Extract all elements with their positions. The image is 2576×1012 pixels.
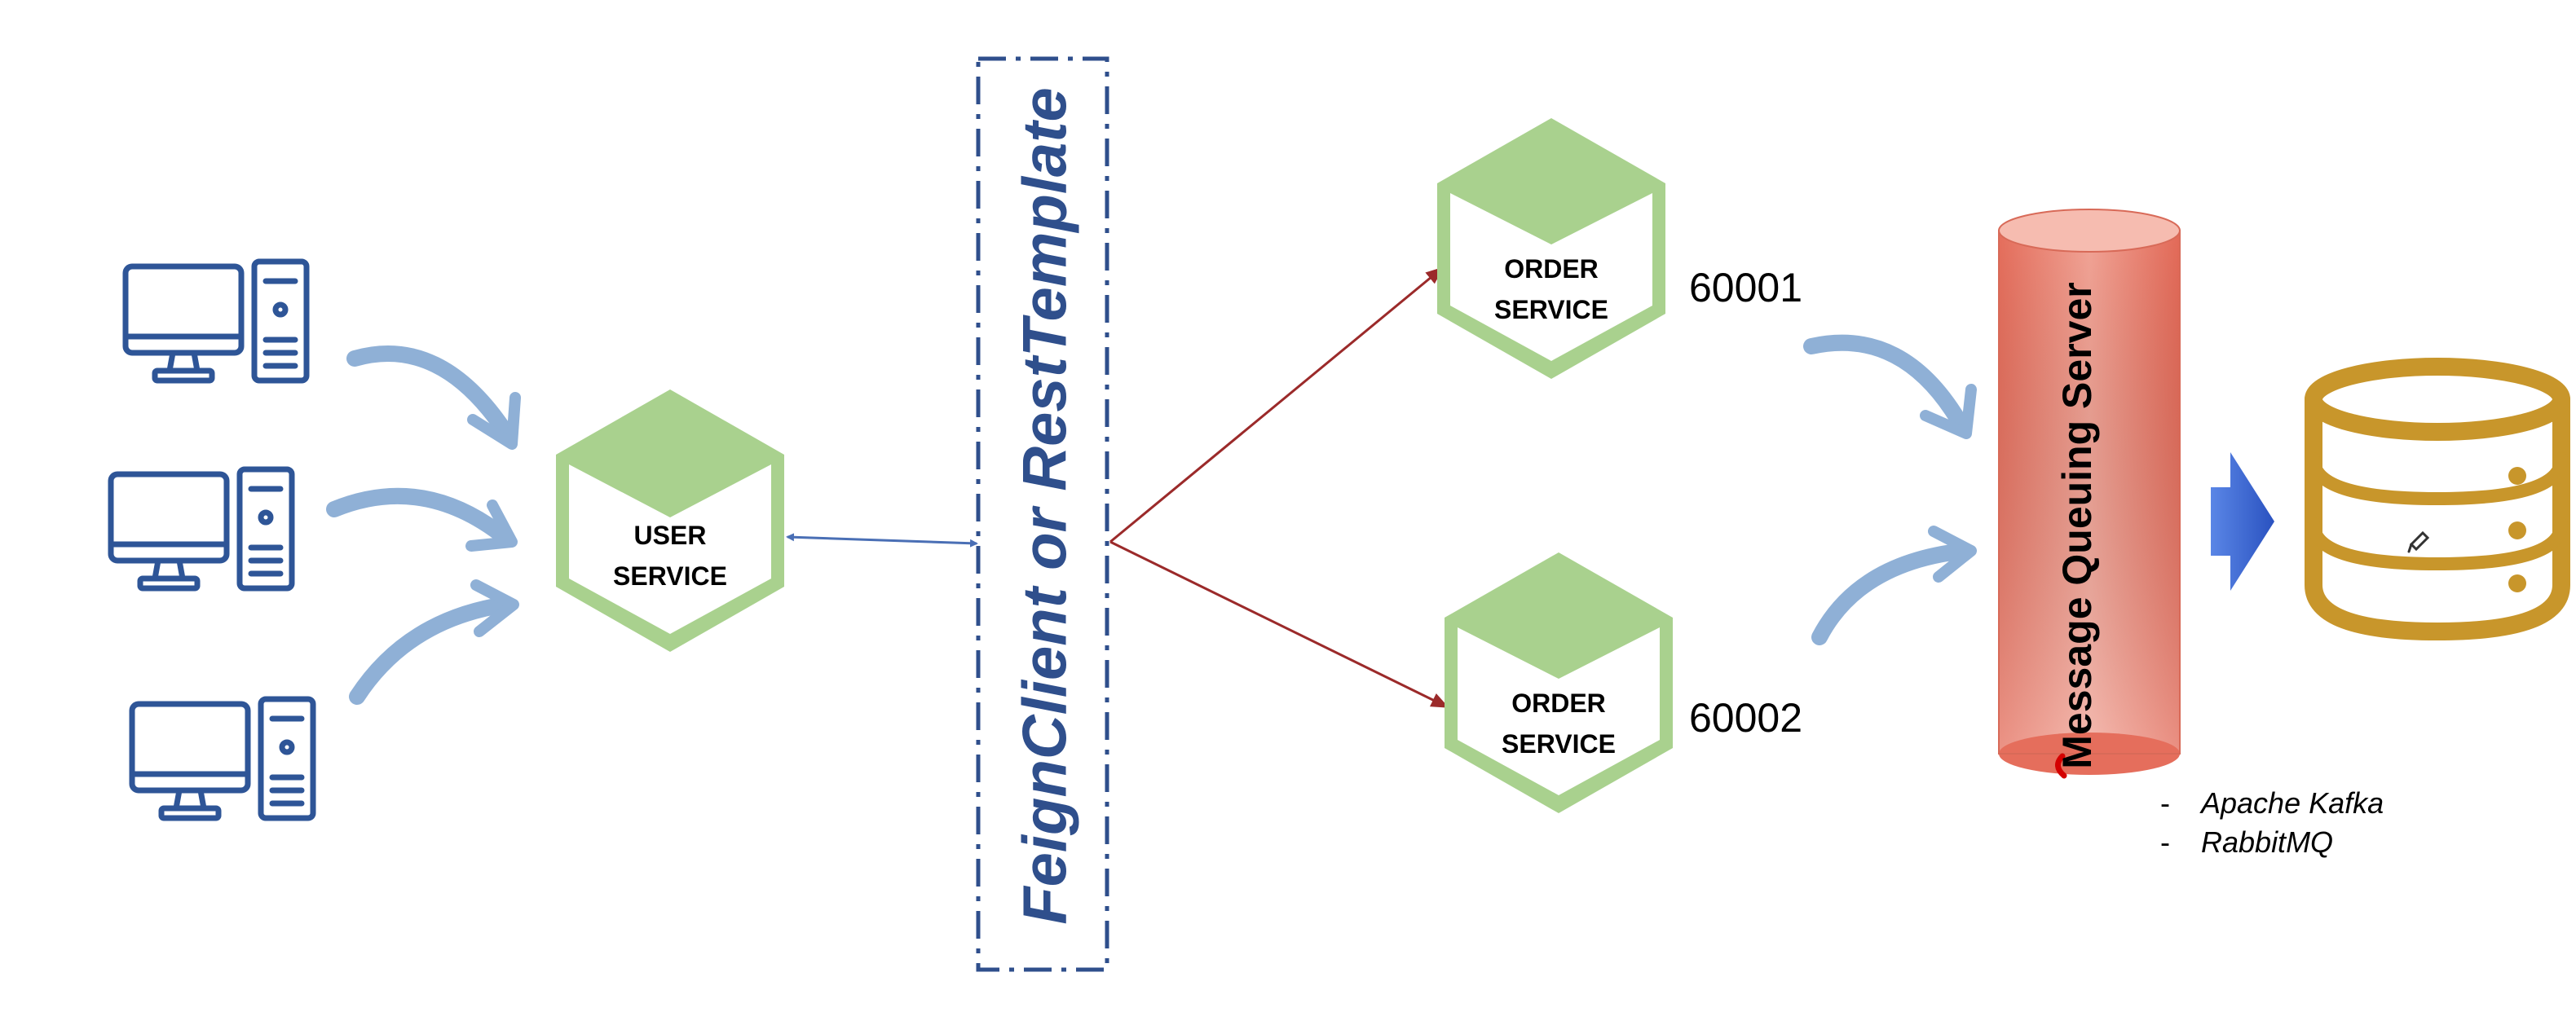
- order-service-hexagon-1: [1437, 118, 1665, 379]
- order-service-label-line1: ORDER: [1511, 689, 1606, 718]
- order-service-label-1: ORDER SERVICE: [1470, 249, 1633, 330]
- order-service-label-line1: ORDER: [1504, 254, 1599, 284]
- client-request-arrow: [349, 579, 519, 705]
- list-item: -RabbitMQ: [2160, 825, 2334, 859]
- client-request-arrow: [326, 487, 518, 552]
- order-service-hexagon-2: [1445, 552, 1673, 813]
- order-to-queue-arrow: [1803, 334, 1977, 439]
- database-icon: [2305, 358, 2570, 641]
- gateway-box: [976, 56, 1109, 972]
- gateway-order-arrow-2: [1109, 540, 1449, 708]
- user-service-label: USER SERVICE: [589, 515, 752, 596]
- user-service-label-line2: SERVICE: [613, 561, 727, 591]
- client-request-arrow: [346, 345, 521, 450]
- computer-icon: [129, 696, 316, 821]
- technology-rabbitmq: RabbitMQ: [2201, 825, 2334, 859]
- computer-icon: [122, 258, 310, 384]
- order-to-queue-arrow: [1811, 526, 1977, 645]
- queue-to-database-arrow: [2211, 452, 2274, 591]
- list-item: -Apache Kafka: [2160, 786, 2384, 820]
- queue-technology-list: -Apache Kafka -RabbitMQ: [2160, 784, 2384, 862]
- message-queue-cylinder: [1998, 209, 2181, 779]
- gateway-label: FeignClient or RestTemplate: [1010, 87, 1080, 925]
- order-service-label-line2: SERVICE: [1502, 729, 1616, 759]
- gateway-order-arrow-1: [1109, 266, 1445, 543]
- order-service-label-line2: SERVICE: [1494, 295, 1608, 324]
- order-service-label-2: ORDER SERVICE: [1477, 683, 1640, 764]
- order-service-port-1: 60001: [1689, 265, 1803, 310]
- pencil-icon: [2407, 530, 2430, 553]
- order-service-port-2: 60002: [1689, 695, 1803, 741]
- user-service-gateway-arrow: [786, 533, 978, 548]
- message-queue-label: Message Queuing Server: [2054, 282, 2100, 769]
- database-indicator-dots: [2508, 467, 2526, 592]
- user-service-label-line1: USER: [633, 521, 707, 550]
- user-service-hexagon: [556, 389, 784, 652]
- technology-kafka: Apache Kafka: [2201, 786, 2384, 820]
- computer-icon: [108, 466, 295, 592]
